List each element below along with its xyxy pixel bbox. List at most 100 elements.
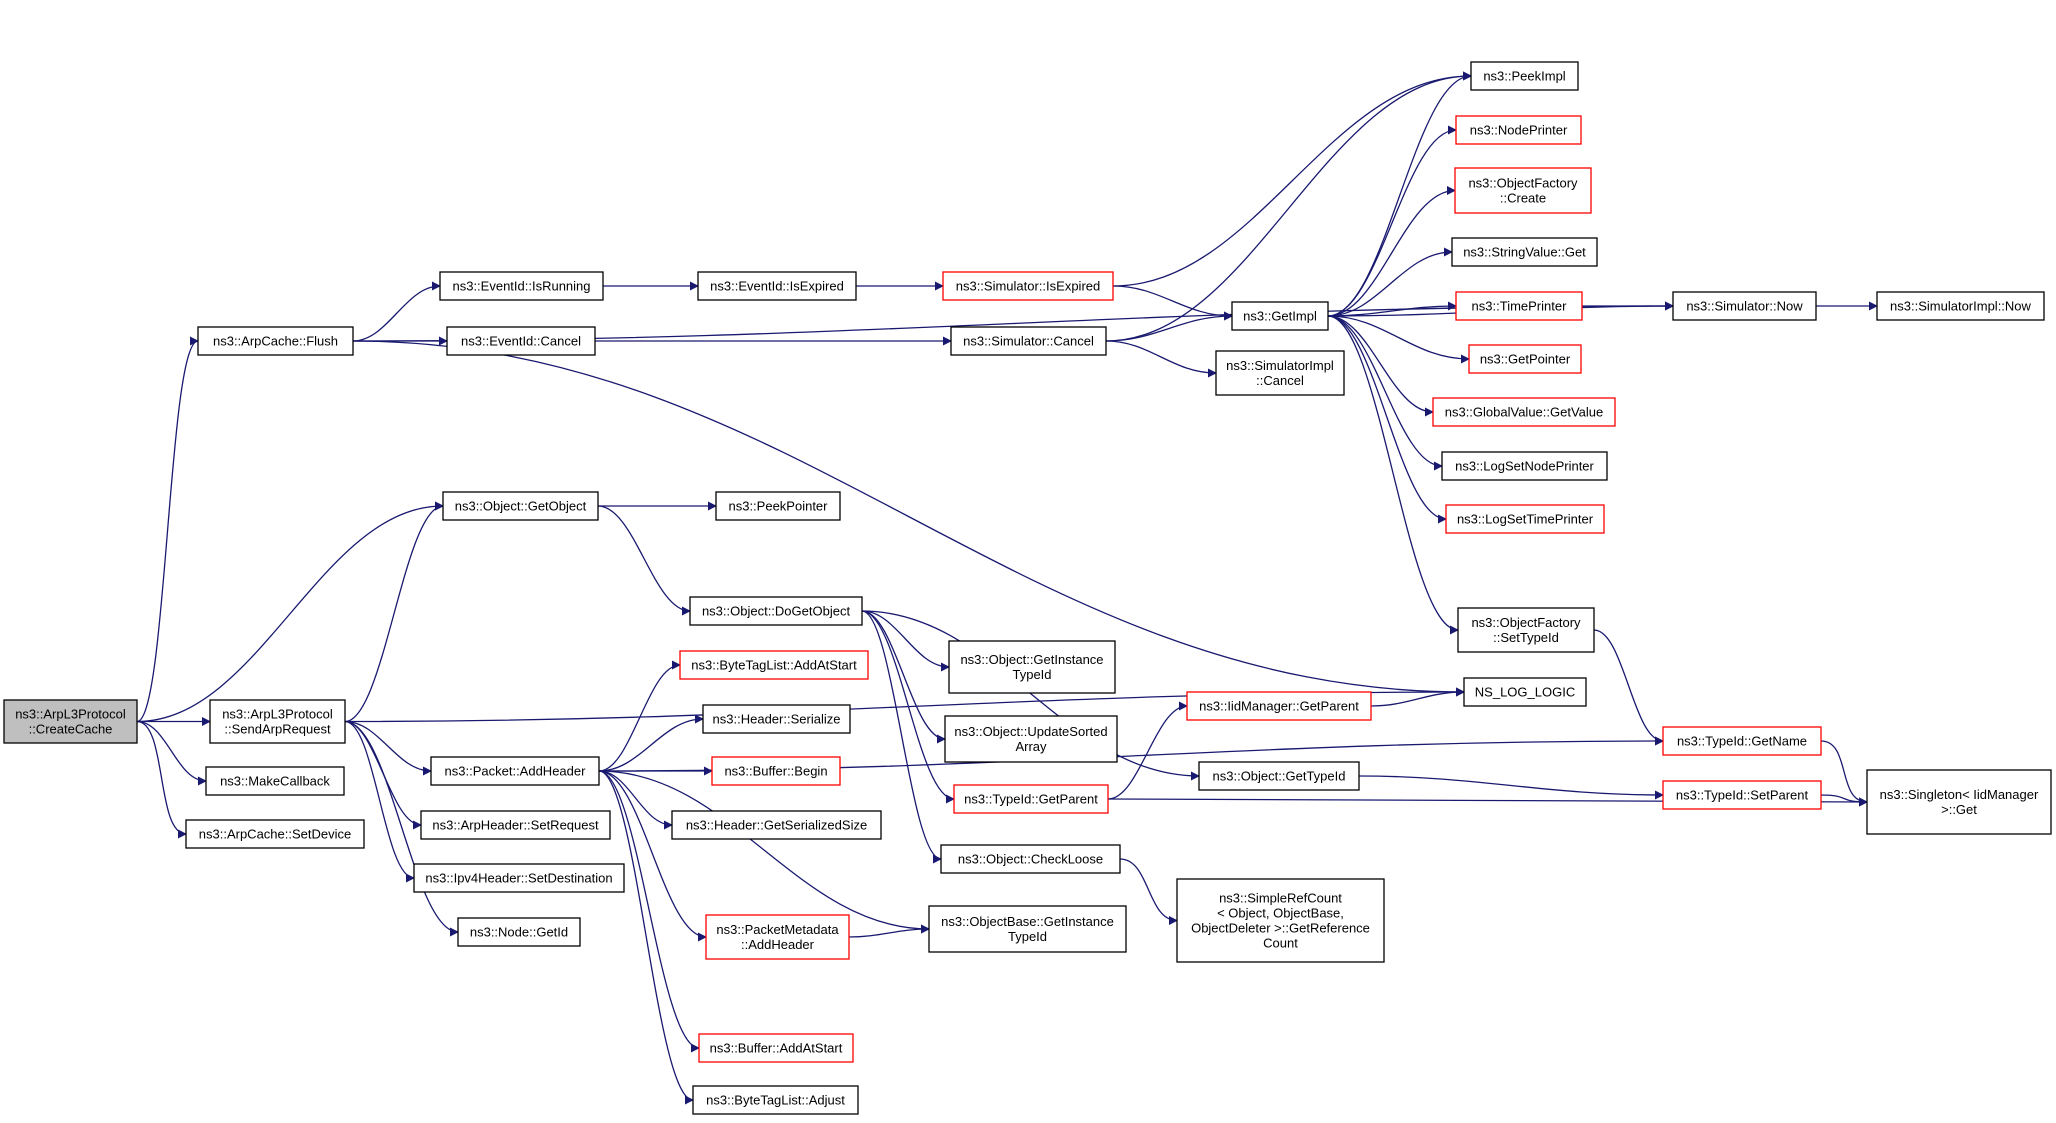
edge-arrow xyxy=(597,505,691,616)
call-edge xyxy=(1105,71,1472,342)
node-box xyxy=(1441,451,1608,481)
call-edge xyxy=(861,610,955,804)
edge-arrow xyxy=(848,924,930,938)
call-edge xyxy=(1327,315,1459,635)
edge-arrow xyxy=(598,770,930,934)
node-ns3-makecallback[interactable]: ns3::MakeCallback xyxy=(205,766,345,796)
node-label: ns3::Singleton< IidManager xyxy=(1880,787,2039,802)
node-box xyxy=(1866,769,2052,835)
node-ns3-eventid-isrunning[interactable]: ns3::EventId::IsRunning xyxy=(439,271,604,301)
node-label: ns3::Simulator::Now xyxy=(1686,299,1803,314)
node-ns3-typeid-getname[interactable]: ns3::TypeId::GetName xyxy=(1662,726,1822,756)
node-ns3-peekpointer[interactable]: ns3::PeekPointer xyxy=(715,491,841,521)
node-label: ns3::Buffer::Begin xyxy=(724,764,827,779)
node-ns3-globalvalue-getvalue[interactable]: ns3::GlobalValue::GetValue xyxy=(1432,397,1616,427)
node-ns3-objectfactory-create[interactable]: ns3::ObjectFactory::Create xyxy=(1454,167,1592,214)
node-label: ns3::PacketMetadata xyxy=(716,922,839,937)
node-label: ns3::SimulatorImpl::Now xyxy=(1890,299,2031,314)
call-edge xyxy=(136,720,187,839)
node-ns3-simplerefcount-object-objectbase-objectdeleter-getreference-count[interactable]: ns3::SimpleRefCount< Object, ObjectBase,… xyxy=(1176,878,1385,963)
node-ns3-object-checkloose[interactable]: ns3::Object::CheckLoose xyxy=(940,844,1121,874)
node-ns3-timeprinter[interactable]: ns3::TimePrinter xyxy=(1455,291,1583,321)
node-ns3-singleton-iidmanager-get[interactable]: ns3::Singleton< IidManager >::Get xyxy=(1866,769,2052,835)
node-label: ns3::TypeId::GetParent xyxy=(964,792,1098,807)
node-label: ::CreateCache xyxy=(29,722,113,737)
node-label: ns3::GetPointer xyxy=(1480,352,1571,367)
call-edge xyxy=(598,770,694,1105)
call-edge xyxy=(861,610,942,864)
node-label: ns3::ArpCache::Flush xyxy=(213,334,338,349)
node-ns3-ipv4header-setdestination[interactable]: ns3::Ipv4Header::SetDestination xyxy=(413,863,625,893)
node-label: ns3::ArpCache::SetDevice xyxy=(199,827,351,842)
node-ns3-packetmetadata-addheader[interactable]: ns3::PacketMetadata::AddHeader xyxy=(705,914,850,960)
node-ns3-arpl3protocol-sendarprequest[interactable]: ns3::ArpL3Protocol::SendArpRequest xyxy=(209,699,346,744)
call-edge xyxy=(598,770,700,1053)
node-ns3-bytetaglist-adjust[interactable]: ns3::ByteTagList::Adjust xyxy=(692,1085,859,1115)
call-edge xyxy=(1112,285,1233,321)
node-ns3-arpcache-setdevice[interactable]: ns3::ArpCache::SetDevice xyxy=(185,819,365,849)
call-edge xyxy=(1327,315,1443,471)
node-ns3-simulator-isexpired[interactable]: ns3::Simulator::IsExpired xyxy=(942,271,1114,301)
node-box xyxy=(1186,691,1372,721)
node-ns3-arpheader-setrequest[interactable]: ns3::ArpHeader::SetRequest xyxy=(420,810,611,840)
node-ns3-nodeprinter[interactable]: ns3::NodePrinter xyxy=(1455,115,1582,145)
node-label: Array xyxy=(1015,739,1047,754)
edge-arrow xyxy=(1327,247,1453,317)
edge-arrow xyxy=(1358,775,1664,800)
call-edge xyxy=(1119,858,1178,926)
edge-arrow xyxy=(1105,311,1233,342)
node-ns3-peekimpl[interactable]: ns3::PeekImpl xyxy=(1470,61,1579,91)
node-label: ns3::Object::CheckLoose xyxy=(958,852,1103,867)
call-edge xyxy=(344,501,444,723)
node-label: ns3::GetImpl xyxy=(1243,309,1317,324)
node-ns3-simulatorimpl-now[interactable]: ns3::SimulatorImpl::Now xyxy=(1876,291,2045,321)
node-ns3-iidmanager-getparent[interactable]: ns3::IidManager::GetParent xyxy=(1186,691,1372,721)
edge-arrow xyxy=(598,770,694,1105)
call-edge xyxy=(136,501,444,723)
node-ns3-bytetaglist-addatstart[interactable]: ns3::ByteTagList::AddAtStart xyxy=(679,650,869,680)
node-ns3-header-getserializedsize[interactable]: ns3::Header::GetSerializedSize xyxy=(671,810,882,840)
node-box xyxy=(1662,780,1822,810)
node-ns3-typeid-getparent[interactable]: ns3::TypeId::GetParent xyxy=(953,784,1109,814)
call-edge xyxy=(1105,340,1217,378)
node-ns3-logsettimeprinter[interactable]: ns3::LogSetTimePrinter xyxy=(1445,504,1605,534)
node-ns-log-logic[interactable]: NS_LOG_LOGIC xyxy=(1463,677,1587,707)
node-label: ns3::Simulator::IsExpired xyxy=(956,279,1101,294)
node-ns3-header-serialize[interactable]: ns3::Header::Serialize xyxy=(702,704,851,734)
node-ns3-packet-addheader[interactable]: ns3::Packet::AddHeader xyxy=(430,756,600,786)
node-ns3-object-gettypeid[interactable]: ns3::Object::GetTypeId xyxy=(1198,761,1360,791)
node-box xyxy=(1876,291,2045,321)
node-box xyxy=(692,1085,859,1115)
node-ns3-simulator-cancel[interactable]: ns3::Simulator::Cancel xyxy=(950,326,1107,356)
node-label: ns3::SimulatorImpl xyxy=(1226,358,1334,373)
node-ns3-eventid-cancel[interactable]: ns3::EventId::Cancel xyxy=(446,326,596,356)
node-ns3-object-dogetobject[interactable]: ns3::Object::DoGetObject xyxy=(689,596,863,626)
node-ns3-arpcache-flush[interactable]: ns3::ArpCache::Flush xyxy=(197,326,354,356)
node-ns3-logsetnodeprinter[interactable]: ns3::LogSetNodePrinter xyxy=(1441,451,1608,481)
node-ns3-typeid-setparent[interactable]: ns3::TypeId::SetParent xyxy=(1662,780,1822,810)
node-ns3-getimpl[interactable]: ns3::GetImpl xyxy=(1231,301,1329,331)
node-ns3-arpl3protocol-createcache[interactable]: ns3::ArpL3Protocol::CreateCache xyxy=(3,699,138,744)
node-label: ns3::Simulator::Cancel xyxy=(963,334,1094,349)
node-ns3-objectfactory-settypeid[interactable]: ns3::ObjectFactory::SetTypeId xyxy=(1457,607,1595,653)
call-edge xyxy=(1327,71,1472,317)
node-ns3-stringvalue-get[interactable]: ns3::StringValue::Get xyxy=(1451,237,1598,267)
node-ns3-simulatorimpl-cancel[interactable]: ns3::SimulatorImpl::Cancel xyxy=(1215,350,1345,396)
node-label: >::Get xyxy=(1941,802,1977,817)
node-ns3-eventid-isexpired[interactable]: ns3::EventId::IsExpired xyxy=(697,271,857,301)
node-ns3-node-getid[interactable]: ns3::Node::GetId xyxy=(457,917,581,947)
node-ns3-getpointer[interactable]: ns3::GetPointer xyxy=(1468,344,1582,374)
call-edge xyxy=(861,610,950,672)
node-label: ns3::NodePrinter xyxy=(1470,123,1568,138)
node-ns3-buffer-begin[interactable]: ns3::Buffer::Begin xyxy=(711,756,841,786)
call-edge xyxy=(344,720,432,776)
edge-arrow xyxy=(1327,315,1447,524)
node-ns3-simulator-now[interactable]: ns3::Simulator::Now xyxy=(1672,291,1817,321)
edge-arrow xyxy=(1593,629,1664,746)
node-ns3-buffer-addatstart[interactable]: ns3::Buffer::AddAtStart xyxy=(698,1033,854,1063)
node-ns3-object-getobject[interactable]: ns3::Object::GetObject xyxy=(442,491,599,521)
